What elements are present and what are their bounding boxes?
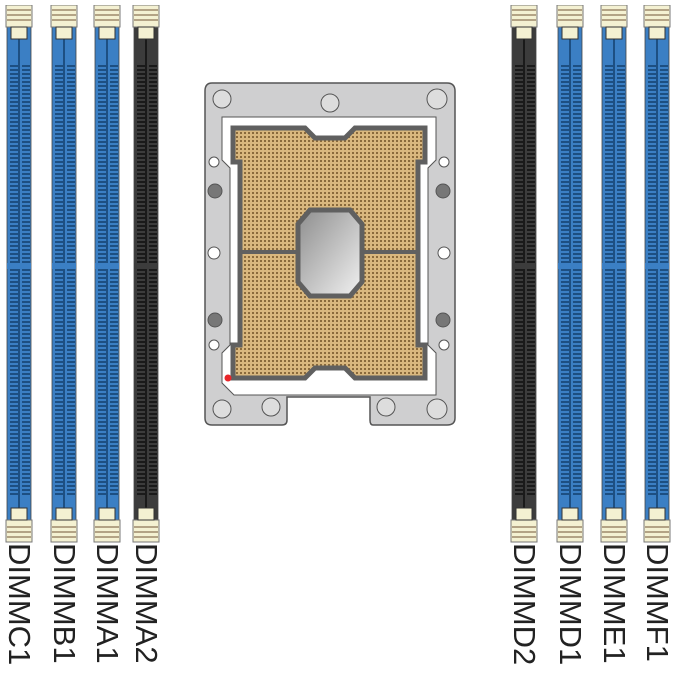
dimm-latch xyxy=(510,4,538,40)
dimm-slot-dimmb1[interactable] xyxy=(50,4,80,545)
dimm-latch xyxy=(643,4,671,40)
pin1-marker xyxy=(224,374,232,382)
dimm-slot-dimmf1[interactable] xyxy=(643,4,673,545)
dimm-label: DIMMF1 xyxy=(640,543,675,662)
dimm-slot-dimma1[interactable] xyxy=(93,4,123,545)
dimm-latch xyxy=(5,507,33,543)
dimm-label: DIMMA2 xyxy=(129,543,164,664)
socket-screws xyxy=(207,88,451,420)
dimm-slot-dimmd2[interactable] xyxy=(510,4,540,545)
dimm-latch xyxy=(510,507,538,543)
dimm-slot-dimme1[interactable] xyxy=(600,4,630,545)
dimm-latch xyxy=(132,507,160,543)
dimm-slot-dimmc1[interactable] xyxy=(5,4,35,545)
dimm-latch xyxy=(50,4,78,40)
dimm-latch xyxy=(93,4,121,40)
dimm-slot-dimma2[interactable] xyxy=(132,4,162,545)
dimm-label: DIMME1 xyxy=(597,543,632,664)
dimm-label: DIMMD2 xyxy=(507,543,542,666)
dimm-latch xyxy=(93,507,121,543)
socket-center-ihs xyxy=(295,207,365,299)
dimm-label: DIMMA1 xyxy=(90,543,125,664)
dimm-label: DIMMC1 xyxy=(2,543,37,666)
dimm-latch xyxy=(132,4,160,40)
dimm-slot-dimmd1[interactable] xyxy=(556,4,586,545)
dimm-latch xyxy=(556,4,584,40)
dimm-latch xyxy=(643,507,671,543)
dimm-label: DIMMB1 xyxy=(47,543,82,664)
dimm-latch xyxy=(600,4,628,40)
dimm-latch xyxy=(556,507,584,543)
dimm-label: DIMMD1 xyxy=(553,543,588,666)
dimm-latch xyxy=(5,4,33,40)
dimm-latch xyxy=(600,507,628,543)
dimm-latch xyxy=(50,507,78,543)
